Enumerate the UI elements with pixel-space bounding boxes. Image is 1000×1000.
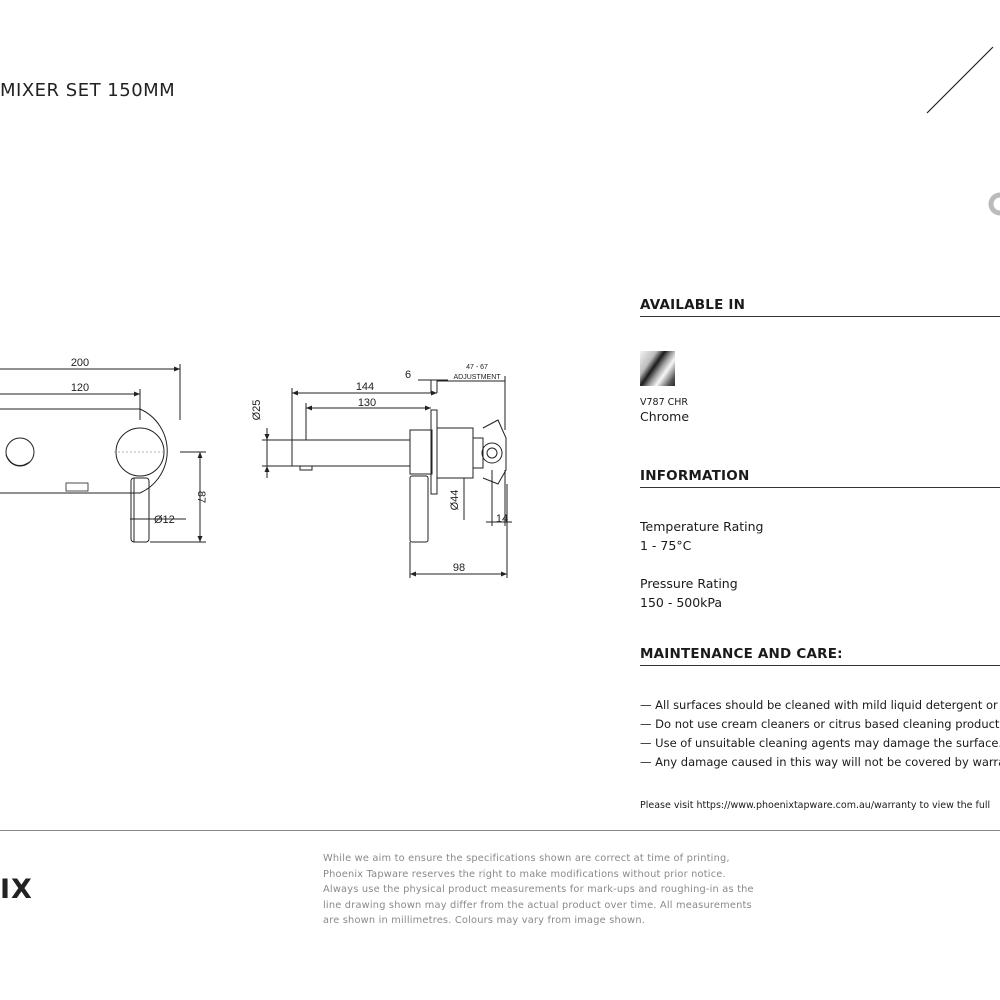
finish-name: Chrome <box>640 409 690 424</box>
dim-offset-label: 14 <box>496 513 508 525</box>
disclaimer-line: While we aim to ensure the specification… <box>323 853 730 864</box>
list-item: Do not use cream cleaners or citrus base… <box>640 715 1000 734</box>
page-title: MIXER SET 150MM <box>0 80 176 101</box>
information-heading: INFORMATION <box>640 468 1000 488</box>
finish-code: V787 CHR <box>640 397 689 408</box>
dim-spout-inner-label: 130 <box>358 397 376 409</box>
temperature-value: 1 - 75°C <box>640 538 692 553</box>
footer-divider <box>0 830 1000 831</box>
warranty-link-text[interactable]: Please visit https://www.phoenixtapware.… <box>640 800 991 811</box>
disclaimer-line: line drawing shown may differ from the a… <box>323 899 752 911</box>
dim-lever-dia-label: Ø12 <box>154 514 175 526</box>
chrome-swatch[interactable] <box>640 351 675 386</box>
list-item: All surfaces should be cleaned with mild… <box>640 696 1000 715</box>
dim-body-dia-label: Ø44 <box>449 490 461 511</box>
dim-height-label: 87 <box>195 491 207 503</box>
pressure-label: Pressure Rating <box>640 576 738 591</box>
dim-adjust-range-label: 47 - 67 <box>466 364 488 371</box>
care-list: All surfaces should be cleaned with mild… <box>640 696 1000 772</box>
dim-plate-label: 6 <box>405 369 411 381</box>
disclaimer-line: are shown in millimetres. Colours may va… <box>323 915 646 926</box>
pressure-value: 150 - 500kPa <box>640 595 723 610</box>
corner-decoration <box>926 46 1000 216</box>
disclaimer-line: Phoenix Tapware reserves the right to ma… <box>323 868 726 880</box>
dim-width-label: 200 <box>71 357 89 369</box>
dim-adjust-label: ADJUSTMENT <box>453 374 501 381</box>
dim-depth-label: 98 <box>453 562 465 574</box>
brand-logo: IX <box>0 874 33 905</box>
maintenance-heading: MAINTENANCE AND CARE: <box>640 646 1000 666</box>
technical-drawing: 200 120 87 Ø12 144 130 6 47 - 67 ADJUSTM… <box>0 357 512 578</box>
disclaimer-line: Always use the physical product measurem… <box>323 884 754 895</box>
list-item: Use of unsuitable cleaning agents may da… <box>640 734 1000 753</box>
available-heading: AVAILABLE IN <box>640 297 1000 317</box>
list-item: Any damage caused in this way will not b… <box>640 753 1000 772</box>
dim-spout-length-label: 144 <box>356 381 374 393</box>
dim-spacing-label: 120 <box>71 382 89 394</box>
dim-spout-dia-label: Ø25 <box>251 400 263 421</box>
disclaimer: While we aim to ensure the specification… <box>323 851 754 929</box>
temperature-label: Temperature Rating <box>640 519 764 534</box>
